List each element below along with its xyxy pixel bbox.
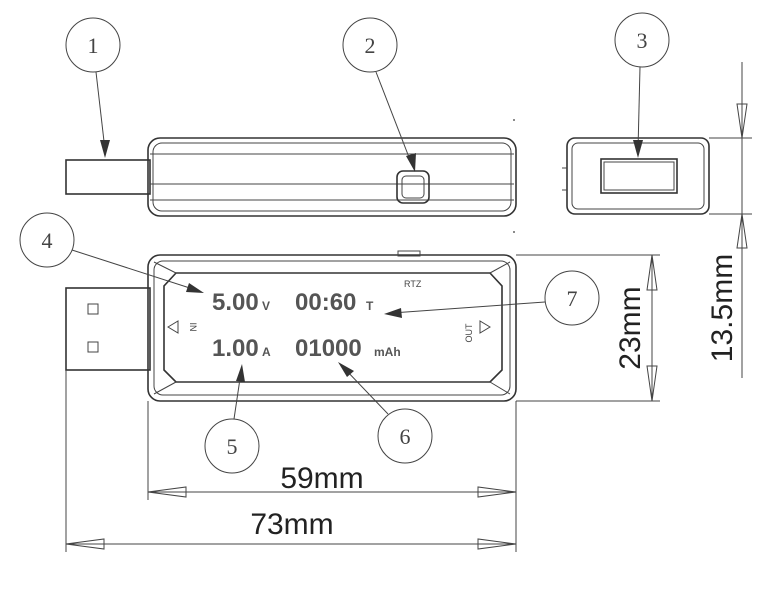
callout-4-label: 4 — [42, 228, 53, 253]
callout-5 — [204, 418, 260, 474]
in-label: IN — [188, 323, 198, 332]
dim-73mm: 73mm — [250, 508, 333, 541]
time-value: 00:60 — [295, 289, 356, 316]
callout-6-label: 6 — [400, 424, 411, 449]
callout-7 — [544, 270, 600, 326]
front-view: IN OUT RTZ 5.00 V 00:60 T 1.00 A 01000 m… — [65, 250, 517, 402]
callout-3 — [614, 12, 670, 68]
callout-3-arrow-icon — [633, 140, 643, 158]
callout-5-arrow-icon — [236, 364, 245, 382]
current-unit: A — [262, 345, 271, 359]
rtz-label: RTZ — [404, 279, 422, 289]
out-label: OUT — [464, 323, 474, 343]
side-view — [65, 137, 517, 217]
end-view — [562, 137, 710, 215]
callout-4-arrow-icon — [186, 283, 204, 293]
callout-5-label: 5 — [227, 434, 238, 459]
callout-1-label: 1 — [88, 33, 99, 58]
callout-2-label: 2 — [365, 33, 376, 58]
usb-contact-top — [87, 303, 99, 315]
in-arrow-icon — [167, 320, 179, 334]
side-rtz-button — [396, 170, 430, 204]
capacity-unit: mAh — [374, 345, 401, 359]
callout-1-arrow-icon — [100, 140, 110, 158]
dim-59mm: 59mm — [280, 462, 363, 495]
dim-arrow-icon — [736, 103, 748, 139]
voltage-unit: V — [262, 299, 270, 313]
dim-arrow-icon — [147, 486, 187, 498]
front-body — [147, 254, 517, 402]
usb-contact-bottom — [87, 341, 99, 353]
side-usb-plug — [65, 159, 151, 195]
callout-7-arrow-icon — [384, 308, 402, 318]
callouts: 1 2 3 4 5 6 7 — [19, 12, 670, 474]
callout-2 — [342, 17, 398, 73]
dim-arrow-icon — [477, 538, 517, 550]
capacity-value: 01000 — [295, 335, 362, 362]
callout-1 — [65, 17, 121, 73]
dim-arrow-icon — [646, 254, 658, 291]
dimensions: 59mm 73mm 23mm 13.5mm — [65, 62, 752, 552]
callout-6-arrow-icon — [338, 362, 354, 377]
side-body — [147, 137, 517, 217]
end-usb-port — [600, 158, 678, 194]
dim-arrow-icon — [477, 486, 517, 498]
callout-2-arrow-icon — [406, 153, 416, 172]
dim-arrow-icon — [65, 538, 105, 550]
voltage-value: 5.00 — [212, 289, 259, 316]
dim-arrow-icon — [736, 213, 748, 249]
callout-6 — [377, 408, 433, 464]
dim-13-5mm: 13.5mm — [706, 254, 739, 362]
current-value: 1.00 — [212, 335, 259, 362]
dim-23mm: 23mm — [614, 286, 647, 369]
callout-7-label: 7 — [567, 286, 578, 311]
dim-arrow-icon — [646, 365, 658, 402]
out-arrow-icon — [479, 320, 491, 334]
callout-3-label: 3 — [637, 28, 648, 53]
time-unit: T — [366, 299, 374, 313]
callout-4 — [19, 212, 75, 268]
front-usb-plug — [65, 287, 151, 371]
side-body-inner — [152, 142, 512, 212]
front-button-nub — [397, 250, 421, 257]
